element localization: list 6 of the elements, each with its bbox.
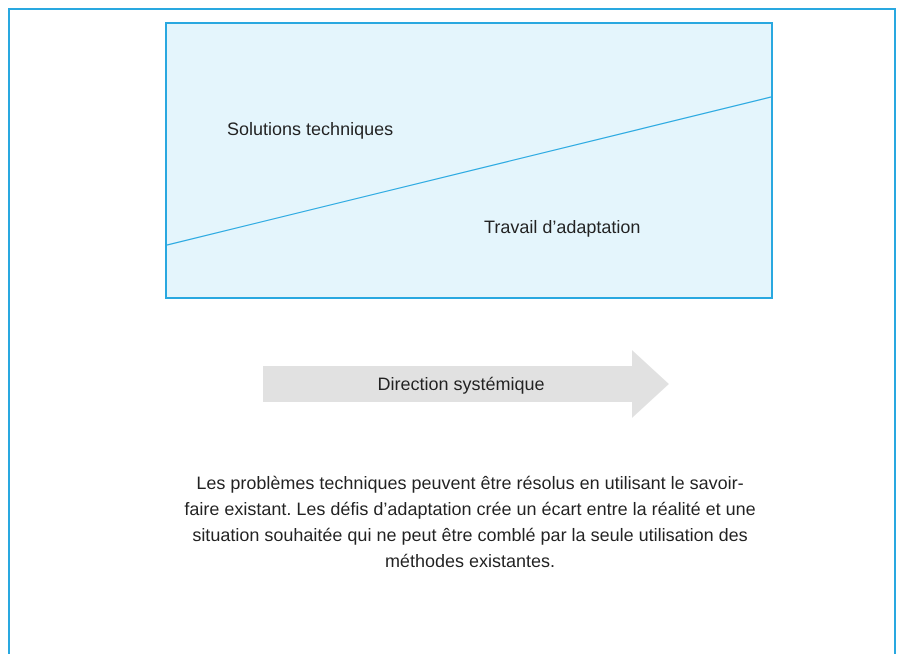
arrow-label: Direction systémique: [376, 374, 546, 395]
description-text: Les problèmes techniques peuvent être résolus en utilisant le savoir-faire existant. Les défis d’adaptation crée un écart entre la réalité et une situation souhaitée qui ne peut être comblé par la seule utilisation des méthodes existantes.: [183, 472, 757, 573]
direction-arrow: [263, 350, 669, 418]
split-box: [165, 22, 773, 299]
region-label: Solutions techniques: [227, 119, 394, 140]
region-label: Travail d’adaptation: [484, 217, 640, 238]
